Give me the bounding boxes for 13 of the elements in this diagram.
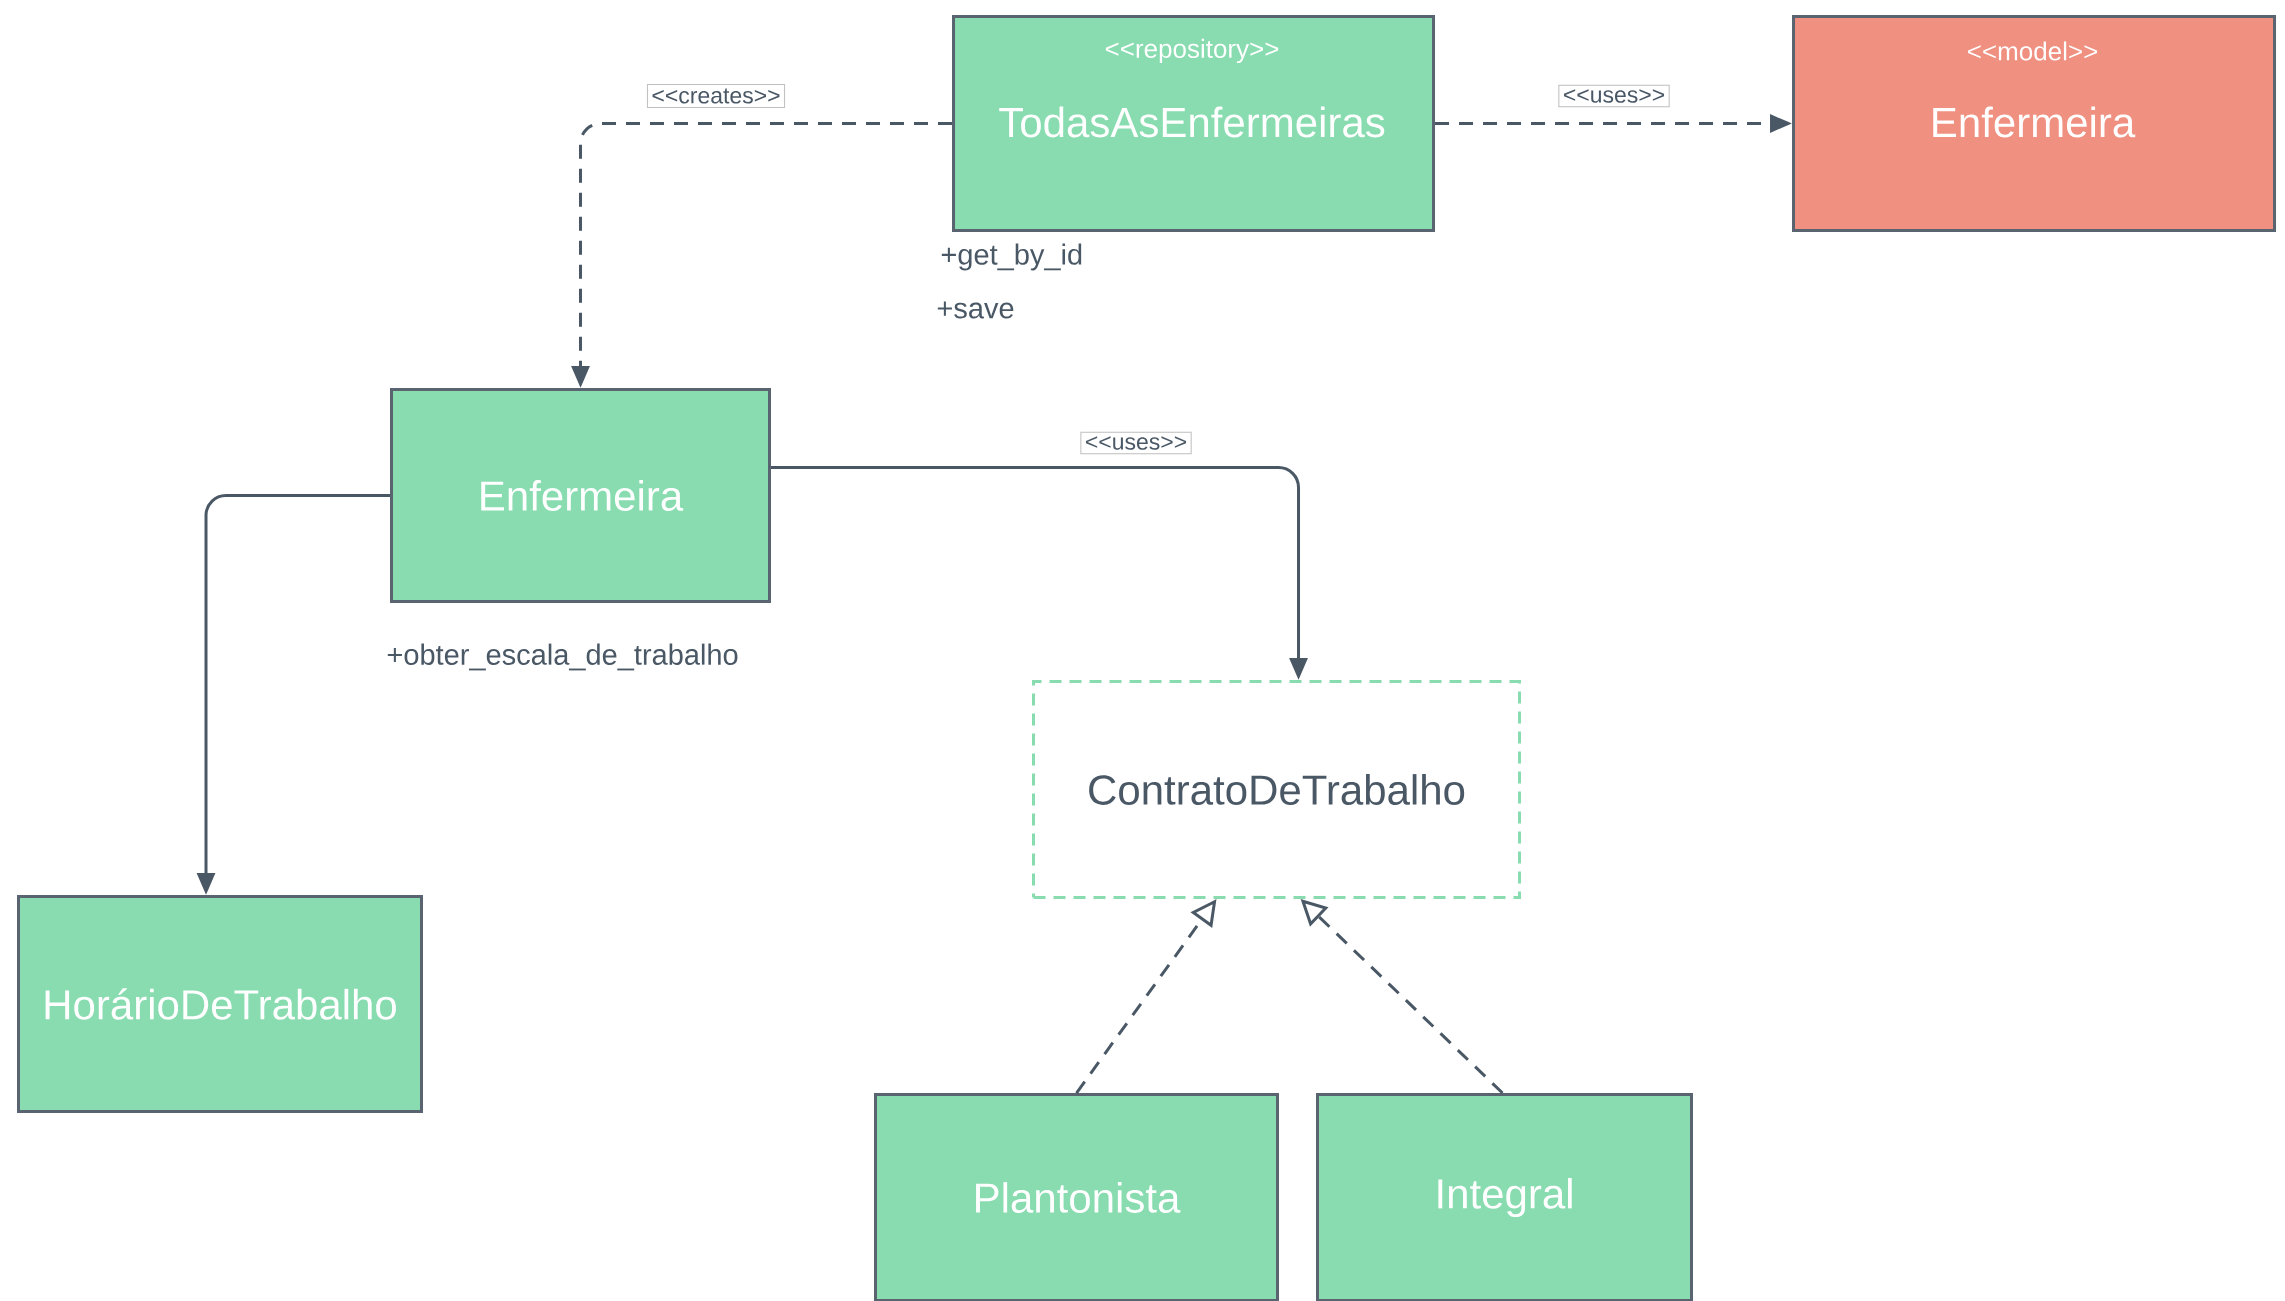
class-box: HorárioDeTrabalho xyxy=(17,895,423,1113)
class-box: Integral xyxy=(1316,1093,1693,1301)
method-label: +save xyxy=(937,301,1014,319)
method-label: +obter_escala_de_trabalho xyxy=(387,643,738,671)
class-box: Enfermeira xyxy=(390,388,771,603)
class-box: Plantonista xyxy=(874,1093,1279,1301)
edge-label: <<uses>> xyxy=(1558,84,1670,108)
class-box: <<model>> Enfermeira xyxy=(1792,15,2277,232)
class-box: ContratoDeTrabalho xyxy=(1032,680,1521,899)
class-box: <<repository>> TodasAsEnfermeiras xyxy=(952,15,1435,232)
edge-label: <<uses>> xyxy=(1080,431,1192,455)
method-label: +get_by_id xyxy=(941,243,1082,271)
edge-label: <<creates>> xyxy=(646,83,786,109)
